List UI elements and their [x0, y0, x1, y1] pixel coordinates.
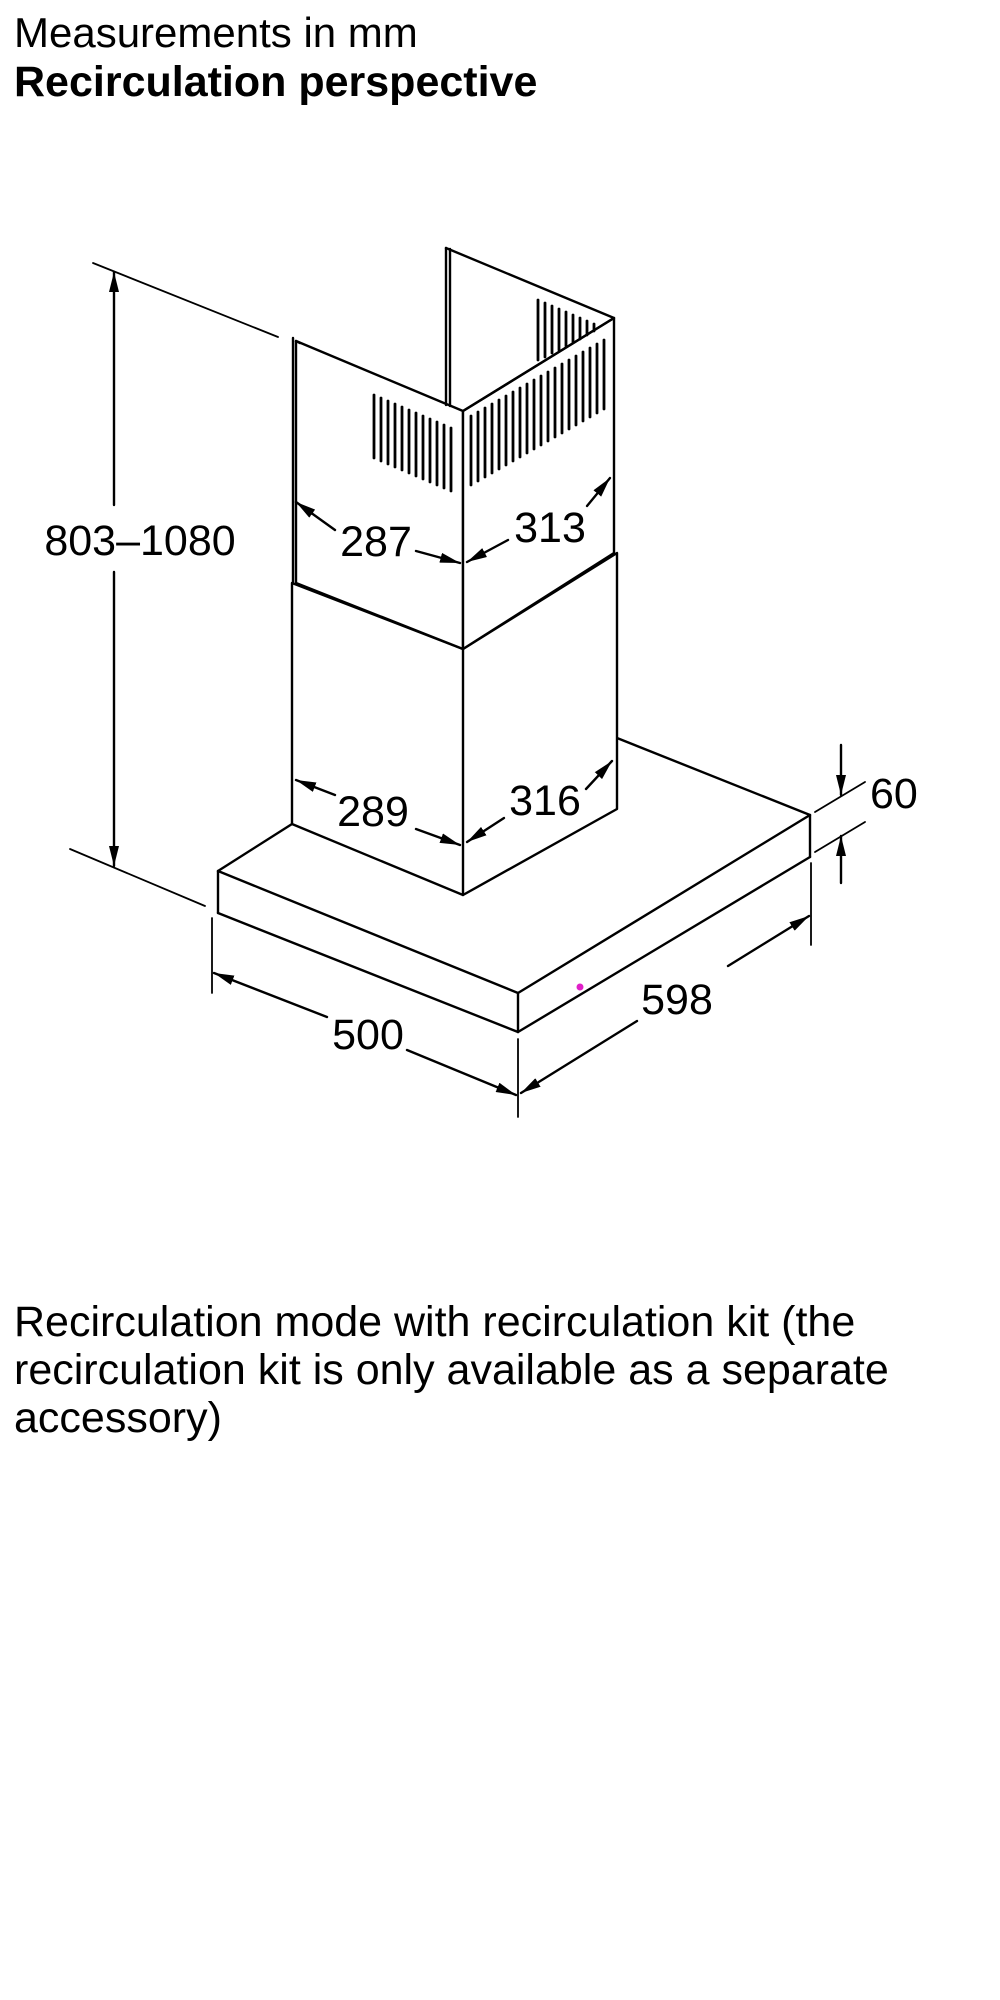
canopy-depth-dimension: 500 — [211, 917, 519, 1118]
total-height-label: 803–1080 — [44, 517, 235, 565]
lower-chimney-dimensions: 289 316 — [294, 759, 614, 847]
upper-chimney-width-label: 313 — [514, 504, 586, 552]
measurements-unit-label: Measurements in mm — [14, 9, 418, 56]
canopy-height-label: 60 — [870, 770, 918, 818]
lower-chimney-depth-label: 289 — [337, 788, 409, 836]
diagram-title: Recirculation perspective — [14, 58, 538, 106]
height-dimension: 803–1080 — [44, 262, 279, 907]
canopy-width-label: 598 — [641, 976, 713, 1024]
recirculation-caption: Recirculation mode with recirculation ki… — [14, 1298, 889, 1442]
magenta-dot — [576, 983, 584, 991]
lower-chimney-width-label: 316 — [509, 777, 581, 825]
hood-dimension-diagram: 803–1080 287 313 289 316 60 500 — [44, 246, 918, 1118]
canopy-height-dimension: 60 — [814, 743, 918, 885]
vent-slots — [372, 298, 606, 493]
upper-chimney-depth-label: 287 — [340, 518, 412, 566]
canopy-width-dimension: 598 — [519, 862, 812, 1095]
upper-chimney — [291, 246, 616, 651]
upper-chimney-dimensions: 287 313 — [294, 476, 612, 566]
canopy-depth-label: 500 — [332, 1011, 404, 1059]
canopy — [216, 736, 812, 1034]
